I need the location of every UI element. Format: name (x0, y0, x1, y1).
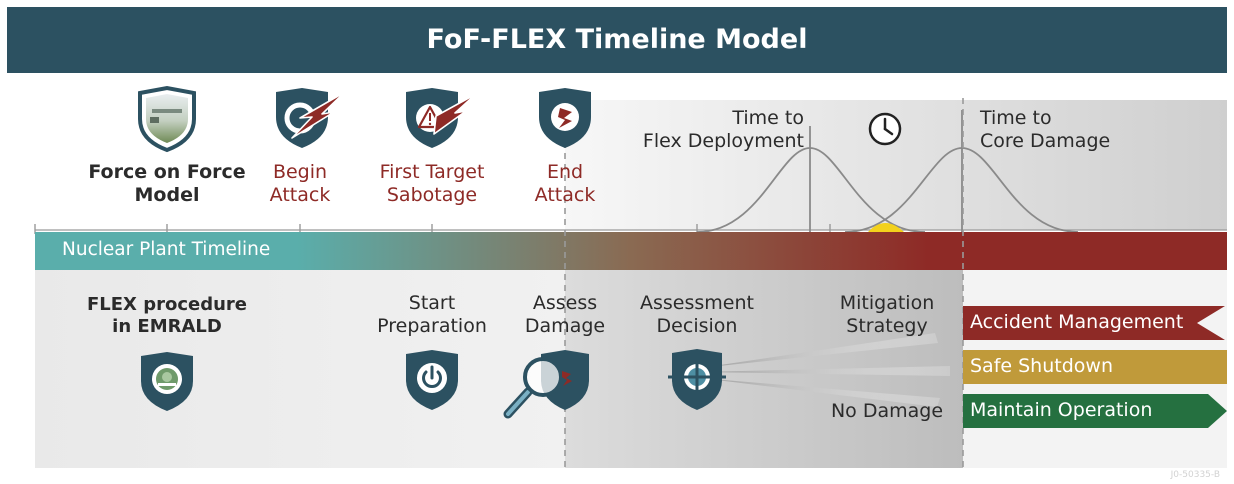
crosshair-shield-icon (668, 349, 726, 410)
page-title: FoF-FLEX Timeline Model (426, 24, 808, 55)
force-on-force-shield-icon (138, 85, 196, 153)
clock-icon (868, 112, 902, 146)
nuclear-plant-timeline-label: Nuclear Plant Timeline (62, 239, 271, 260)
safe-shutdown-arrow (963, 350, 1227, 384)
no-damage-label: No Damage (830, 400, 944, 422)
title-bar: FoF-FLEX Timeline Model (7, 7, 1227, 73)
accident-management-arrow (963, 306, 1225, 340)
emrald-logo-shield-icon (141, 352, 193, 411)
begin-attack-shield-icon (276, 88, 346, 148)
maintain-operation-arrow (963, 394, 1227, 428)
power-shield-icon (406, 350, 458, 410)
decision-rays (700, 333, 950, 407)
procedure-panel-left (35, 270, 565, 468)
overlap-area (868, 223, 904, 232)
magnifier-shield-icon (503, 350, 589, 419)
reference-code: J0-50335-B (1170, 470, 1220, 480)
nuclear-plant-timeline-bar (35, 232, 1227, 270)
safe-shutdown-label: Safe Shutdown (970, 355, 1113, 377)
accident-management-label: Accident Management (970, 311, 1184, 333)
sabotage-warning-shield-icon (406, 88, 477, 148)
maintain-operation-label: Maintain Operation (970, 399, 1153, 421)
end-attack-shield-icon (539, 88, 591, 148)
